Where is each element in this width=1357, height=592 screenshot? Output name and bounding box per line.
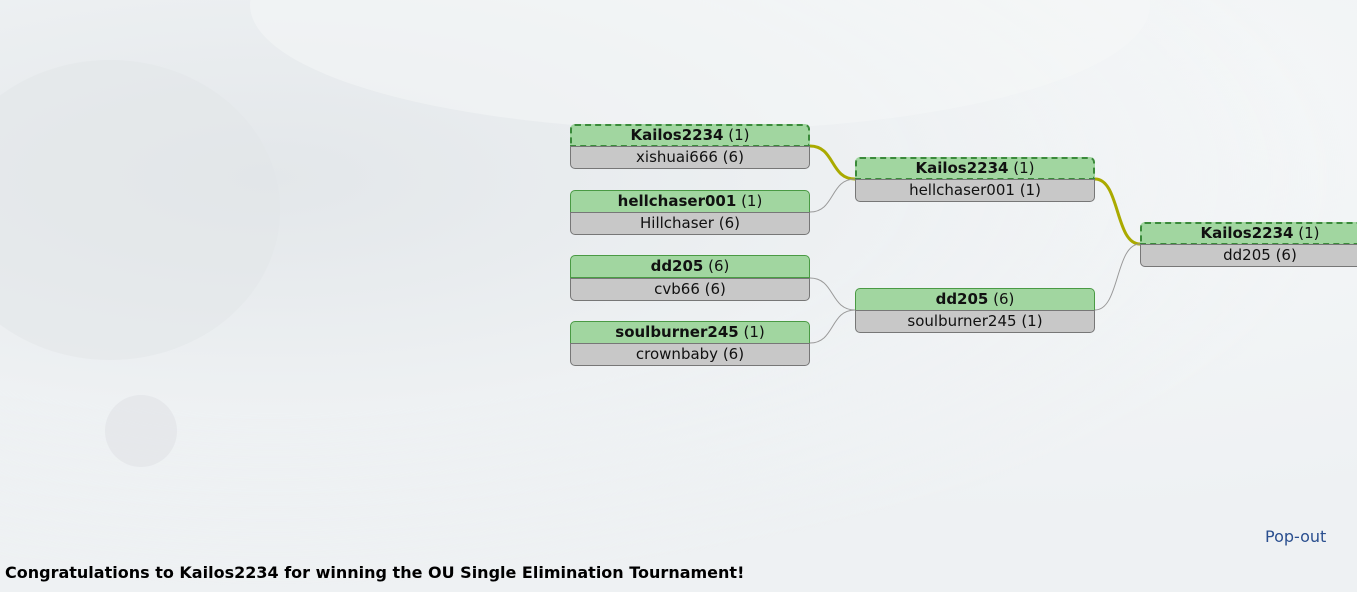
background-art [0,60,280,360]
match-loser[interactable]: Hillchaser (6) [570,212,810,235]
player-name: hellchaser001 [617,192,737,210]
score: (1) [1013,159,1035,177]
match-winner[interactable]: soulburner245 (1) [570,321,810,344]
player-name: Kailos2234 [1200,224,1294,242]
score: (6) [993,290,1015,308]
popout-link[interactable]: Pop-out [1265,527,1327,546]
score: (1) [728,126,750,144]
background-art [105,395,177,467]
score: (6) [708,257,730,275]
score: (1) [743,323,765,341]
match-winner[interactable]: dd205 (6) [855,288,1095,311]
player-name: dd205 [935,290,989,308]
match-winner[interactable]: Kailos2234 (1) [570,124,810,147]
match-loser[interactable]: hellchaser001 (1) [855,179,1095,202]
match-winner[interactable]: hellchaser001 (1) [570,190,810,213]
congratulations-message: Congratulations to Kailos2234 for winnin… [5,563,745,582]
connector-winner [809,144,856,181]
match-loser[interactable]: cvb66 (6) [570,278,810,301]
player-name: Kailos2234 [915,159,1009,177]
score: (1) [1298,224,1320,242]
connector-winner [1094,177,1141,246]
match-loser[interactable]: soulburner245 (1) [855,310,1095,333]
match-winner[interactable]: Kailos2234 (1) [855,157,1095,180]
match-winner[interactable]: dd205 (6) [570,255,810,278]
connector [809,309,856,344]
player-name: Kailos2234 [630,126,724,144]
final-loser[interactable]: dd205 (6) [1140,244,1357,267]
match-loser[interactable]: xishuai666 (6) [570,146,810,169]
player-name: dd205 [650,257,704,275]
player-name: soulburner245 [615,323,739,341]
match-loser[interactable]: crownbaby (6) [570,343,810,366]
score: (1) [741,192,763,210]
final-winner[interactable]: Kailos2234 (1) [1140,222,1357,245]
connector [809,277,856,311]
connector [1094,243,1141,311]
connector [809,178,856,213]
